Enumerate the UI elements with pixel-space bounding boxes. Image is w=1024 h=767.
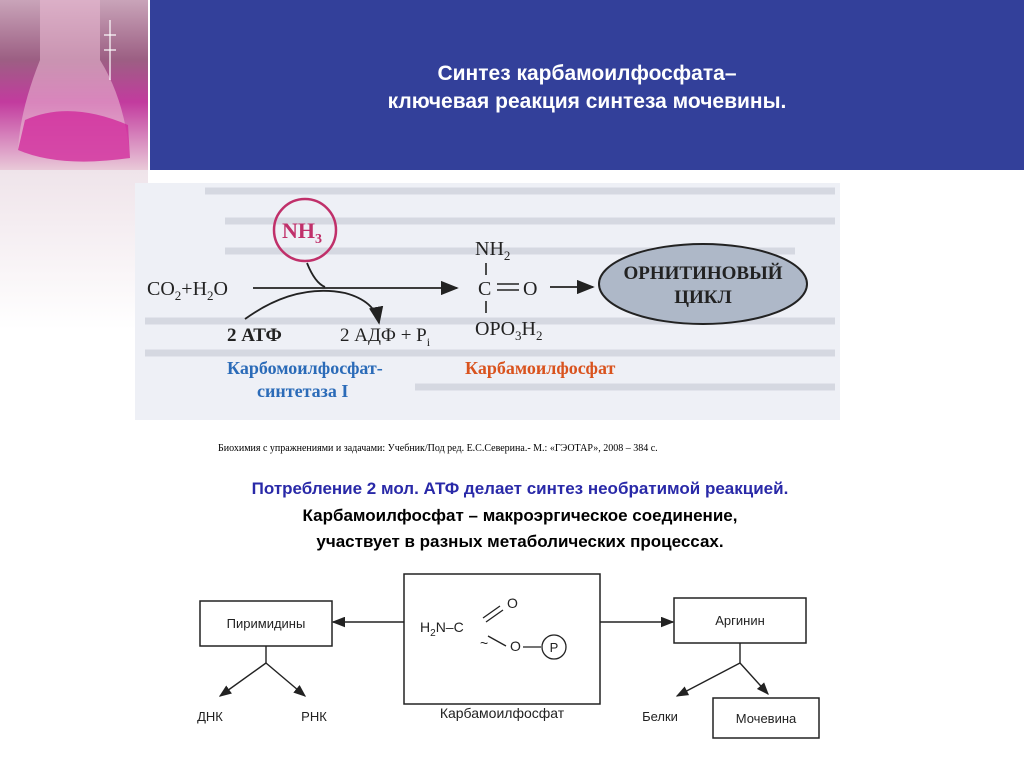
product-label: Карбамоилфосфат [465,358,616,378]
pyrimidines-label: Пиримидины [227,616,306,631]
slide-title: Синтез карбамоилфосфата– ключевая реакци… [150,60,1024,116]
metabolic-scheme: Пиримидины H2N–C O ~ O P Карбамоилфосфат… [197,573,820,739]
arrow-to-rna [265,662,307,697]
reaction-scheme: NH3 CO2+H2O 2 АТФ 2 АДФ + Pi Карбомоилфо… [147,197,808,401]
arginine-box [673,597,807,644]
center-formula: H2N–C [420,619,464,639]
body-line-3: участвует в разных метаболических процес… [316,532,724,551]
phosphate-circle [541,634,567,660]
arginine-label: Аргинин [715,613,765,628]
cycle-line-1: ОРНИТИНОВЫЙ [623,262,782,284]
center-o-top: O [507,595,518,611]
body-text: Карбамоилфосфат – макроэргическое соедин… [120,503,920,555]
cycle-line-2: ЦИКЛ [674,287,732,308]
body-line-2: Карбамоилфосфат – макроэргическое соедин… [302,506,738,525]
enzyme-line-1: Карбомоилфосфат- [227,358,383,378]
body-line-1: Потребление 2 мол. АТФ делает синтез нео… [251,479,789,498]
nh3-circle [272,197,338,263]
arrow-to-proteins [675,662,741,697]
arrow-to-dna [218,662,267,697]
carbonyl-oxygen: O [523,278,537,300]
center-tilde: ~ [480,635,488,651]
nh3-label: NH3 [282,218,322,247]
rna-label: РНК [301,709,327,724]
arrow-to-urea [739,662,769,696]
carbon-atom: C [478,278,491,300]
bond-c-o [487,635,507,647]
nh2-group: NH2 [475,238,510,263]
title-line-1: Синтез карбамоилфосфата– [437,62,737,85]
enzyme-line-2: синтетаза I [257,381,348,401]
flask-photo [0,0,150,170]
citation: Биохимия с упражнениями и задачами: Учеб… [218,443,658,454]
ornithine-cycle-ellipse [598,243,808,325]
adp-label: 2 АДФ + Pi [340,325,431,349]
title-line-2: ключевая реакция синтеза мочевины. [387,90,787,113]
atp-label: 2 АТФ [227,325,282,346]
center-p: P [550,640,559,655]
co2-h2o-label: CO2+H2O [147,278,228,303]
center-label: Карбамоилфосфат [440,705,565,721]
nh3-curve-arrow [306,262,326,288]
pyrimidines-box [199,600,333,647]
bond-c-otop-2 [485,609,504,623]
bond-c-otop [482,605,501,619]
center-o: O [510,638,521,654]
slide-header [0,0,1024,170]
urea-label: Мочевина [736,711,797,726]
atp-curve-arrow [244,289,384,325]
phosphate-group: OPO3H2 [475,318,542,343]
dna-label: ДНК [197,709,223,724]
carbamoyl-phosphate-box [403,573,601,705]
flask-reflection [0,170,148,330]
urea-box [712,697,820,739]
proteins-label: Белки [642,709,678,724]
